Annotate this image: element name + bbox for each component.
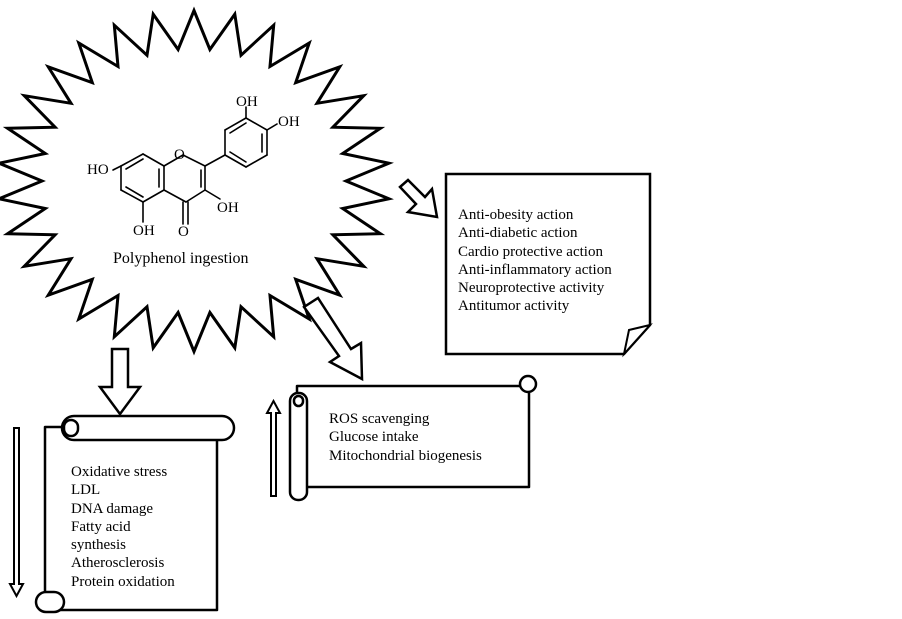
- arrow-to-decreased-scroll: [97, 347, 143, 417]
- polyphenol-ingestion-caption: Polyphenol ingestion: [113, 250, 249, 267]
- quercetin-structure: [112, 106, 278, 225]
- ketone-o-label: O: [178, 224, 189, 240]
- increased-effects-scroll: [288, 374, 538, 502]
- benefits-note: [444, 172, 653, 358]
- ho-left-label: HO: [87, 162, 109, 178]
- up-arrow-icon: [265, 398, 282, 497]
- decreased-effects-list: Oxidative stress LDL DNA damage Fatty ac…: [71, 463, 175, 591]
- oh-ring-label: OH: [217, 200, 239, 216]
- list-item: Anti-inflammatory action: [458, 261, 612, 278]
- list-item: Mitochondrial biogenesis: [329, 447, 482, 464]
- list-item: Neuroprotective activity: [458, 280, 605, 297]
- list-item: DNA damage: [71, 500, 154, 517]
- oh-bottom-label: OH: [133, 223, 155, 239]
- list-item: Oxidative stress: [71, 464, 168, 480]
- decreased-effects-scroll: [34, 414, 236, 614]
- list-item: Cardio protective action: [458, 243, 603, 260]
- list-item: Anti-obesity action: [458, 207, 574, 223]
- list-item: Glucose intake: [329, 429, 419, 446]
- starburst-shape: [0, 6, 394, 356]
- down-arrow-icon: [8, 427, 25, 599]
- oh-top-label: OH: [236, 94, 258, 110]
- list-item: Protein oxidation: [71, 573, 175, 590]
- arrow-to-benefits-box: [398, 178, 439, 219]
- beneficial-actions-list: Anti-obesity action Anti-diabetic action…: [458, 206, 612, 316]
- ring-oxygen-label: O: [174, 147, 185, 163]
- list-item: LDL: [71, 482, 101, 499]
- list-item: synthesis: [71, 537, 127, 554]
- arrow-to-increased-scroll: [302, 296, 364, 382]
- list-item: Atherosclerosis: [71, 555, 165, 572]
- list-item: ROS scavenging: [329, 411, 430, 427]
- oh-right-label: OH: [278, 114, 300, 130]
- increased-effects-list: ROS scavenging Glucose intake Mitochondr…: [329, 410, 482, 465]
- list-item: Anti-diabetic action: [458, 225, 578, 242]
- list-item: Fatty acid: [71, 518, 131, 535]
- list-item: Antitumor activity: [458, 298, 570, 315]
